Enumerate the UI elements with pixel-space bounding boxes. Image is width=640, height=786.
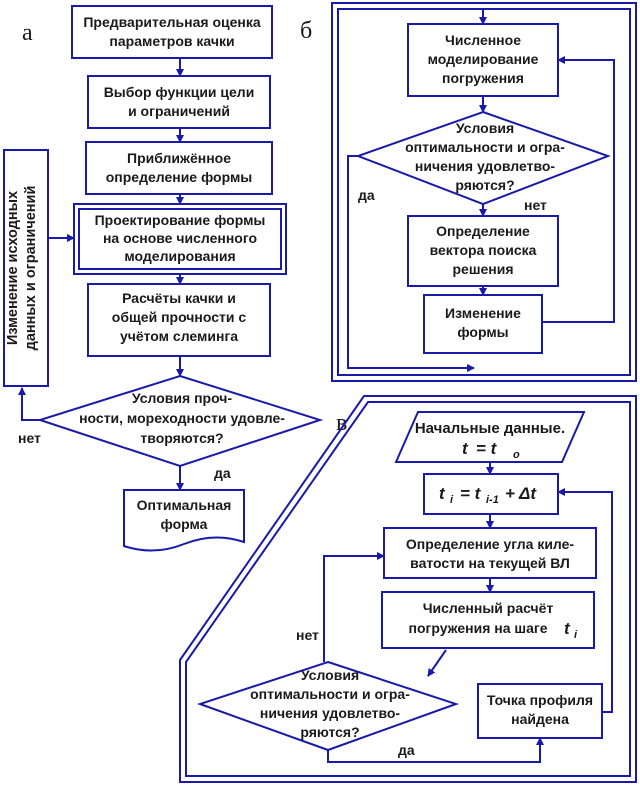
- svg-text:Точка профиля: Точка профиля: [487, 692, 593, 708]
- svg-text:t: t: [439, 484, 446, 503]
- a-label-no: нет: [18, 430, 41, 446]
- svg-text:ватости на текущей ВЛ: ватости на текущей ВЛ: [410, 555, 570, 571]
- svg-text:формы: формы: [457, 324, 508, 340]
- v-arrow-4: [427, 649, 447, 677]
- panel-label-a: а: [22, 20, 33, 46]
- b-frame-outer: [331, 2, 637, 382]
- svg-text:Приближённое: Приближённое: [127, 150, 231, 166]
- svg-text:учётом слеминга: учётом слеминга: [120, 328, 238, 344]
- a-node-approx-shape: Приближённое определение формы: [85, 141, 273, 195]
- a-node-shape-design: Проектирование формы на основе численног…: [73, 203, 287, 275]
- svg-text:на основе численного: на основе численного: [103, 230, 257, 246]
- svg-text:оптимальности и огра-: оптимальности и огра-: [250, 686, 410, 702]
- svg-text:оптимальности и огра-: оптимальности и огра-: [405, 139, 565, 155]
- svg-text:определение формы: определение формы: [106, 169, 253, 185]
- a-side-box-change-input: Изменение исходных данных и ограничений: [3, 149, 49, 387]
- a-arrow-no-up: [18, 387, 40, 421]
- svg-text:моделирование: моделирование: [428, 51, 539, 67]
- v-arrow-loop-back: [557, 488, 613, 713]
- svg-text:данных и ограничений: данных и ограничений: [23, 186, 39, 351]
- svg-text:Выбор функции цели: Выбор функции цели: [104, 84, 255, 100]
- v-node-immersion-calc: Численный расчёт погружения на шаге t i: [381, 591, 595, 649]
- v-node-profile-point-found: Точка профиля найдена: [477, 683, 603, 739]
- svg-text:Численный расчёт: Численный расчёт: [423, 600, 554, 616]
- svg-text:Начальные данные.: Начальные данные.: [415, 420, 565, 437]
- svg-text:решения: решения: [452, 261, 513, 277]
- svg-text:Определение угла киле-: Определение угла киле-: [406, 536, 575, 552]
- svg-text:Изменение исходных: Изменение исходных: [5, 191, 21, 345]
- a-node-objective-function: Выбор функции цели и ограничений: [87, 75, 271, 129]
- svg-text:и ограничений: и ограничений: [128, 103, 230, 119]
- svg-text:вектора поиска: вектора поиска: [430, 242, 537, 258]
- svg-text:ряются?: ряются?: [300, 724, 359, 740]
- b-node-shape-change: Изменение формы: [423, 294, 543, 354]
- a-label-yes: да: [214, 465, 231, 481]
- b-arrow-loop-back: [542, 56, 615, 323]
- svg-text:Оптимальная: Оптимальная: [137, 497, 232, 513]
- svg-text:Численное: Численное: [445, 32, 521, 48]
- svg-text:Предварительная оценка: Предварительная оценка: [83, 14, 261, 30]
- svg-text:o: o: [513, 449, 520, 461]
- a-node-motion-strength-calc: Расчёты качки и общей прочности с учётом…: [87, 283, 271, 357]
- svg-text:t: t: [564, 619, 571, 638]
- svg-text:Условия проч-: Условия проч-: [132, 390, 232, 406]
- b-decision-optimality: Условия оптимальности и огра- ничения уд…: [355, 110, 611, 206]
- panel-label-b: б: [300, 18, 312, 44]
- a-node-preliminary-estimate: Предварительная оценка параметров качки: [71, 5, 273, 59]
- svg-text:общей прочности с: общей прочности с: [112, 309, 247, 325]
- v-frame-outer: [179, 395, 637, 783]
- svg-text:= t: = t: [460, 484, 482, 503]
- svg-text:найдена: найдена: [511, 711, 569, 727]
- v-label-yes: да: [398, 742, 415, 758]
- svg-text:творяются?: творяются?: [140, 430, 223, 446]
- v-node-time-step: t i = t i-1 + Δt: [423, 473, 559, 515]
- panel-label-v: в: [336, 410, 347, 436]
- v-node-deadrise-angle: Определение угла киле- ватости на текуще…: [383, 527, 597, 579]
- svg-text:= t: = t: [476, 439, 498, 458]
- svg-text:погружения на шаге: погружения на шаге: [408, 620, 547, 636]
- svg-text:i: i: [450, 494, 454, 506]
- svg-text:Условия: Условия: [456, 120, 514, 136]
- v-label-no: нет: [296, 627, 319, 643]
- svg-text:+ Δt: + Δt: [505, 484, 537, 503]
- svg-text:параметров качки: параметров качки: [109, 33, 234, 49]
- svg-text:Расчёты качки и: Расчёты качки и: [122, 290, 236, 306]
- a-terminal-optimal-shape: Оптимальная форма: [123, 489, 245, 552]
- b-node-numerical-sim: Численное моделирование погружения: [407, 23, 559, 97]
- svg-text:моделирования: моделирования: [124, 248, 235, 264]
- svg-text:ности, мореходности удовле-: ности, мореходности удовле-: [79, 410, 285, 426]
- a-decision-strength: Условия проч- ности, мореходности удовле…: [36, 374, 324, 468]
- v-io-initial-data: Начальные данные. t = t o: [394, 411, 586, 463]
- v-arrow-no-loop: [323, 552, 385, 662]
- svg-text:форма: форма: [161, 516, 208, 532]
- svg-text:погружения: погружения: [442, 70, 524, 86]
- svg-text:i: i: [574, 629, 578, 641]
- svg-text:ничения удовлетво-: ничения удовлетво-: [260, 705, 401, 721]
- svg-text:Определение: Определение: [436, 223, 530, 239]
- v-frame-inner: [185, 401, 631, 777]
- svg-text:Проектирование формы: Проектирование формы: [95, 212, 266, 228]
- b-node-search-vector: Определение вектора поиска решения: [407, 215, 559, 287]
- svg-text:Изменение: Изменение: [445, 305, 521, 321]
- svg-text:i-1: i-1: [486, 494, 499, 506]
- svg-text:t: t: [462, 439, 469, 458]
- b-label-yes: да: [358, 187, 375, 203]
- v-arrow-yes: [327, 737, 544, 763]
- b-label-no: нет: [524, 197, 547, 213]
- svg-text:ничения удовлетво-: ничения удовлетво-: [415, 158, 556, 174]
- b-arrow-yes-exit: [347, 155, 475, 372]
- v-decision-optimality: Условия оптимальности и огра- ничения уд…: [196, 660, 460, 752]
- svg-text:Условия: Условия: [301, 667, 359, 683]
- svg-text:ряются?: ряются?: [455, 177, 514, 193]
